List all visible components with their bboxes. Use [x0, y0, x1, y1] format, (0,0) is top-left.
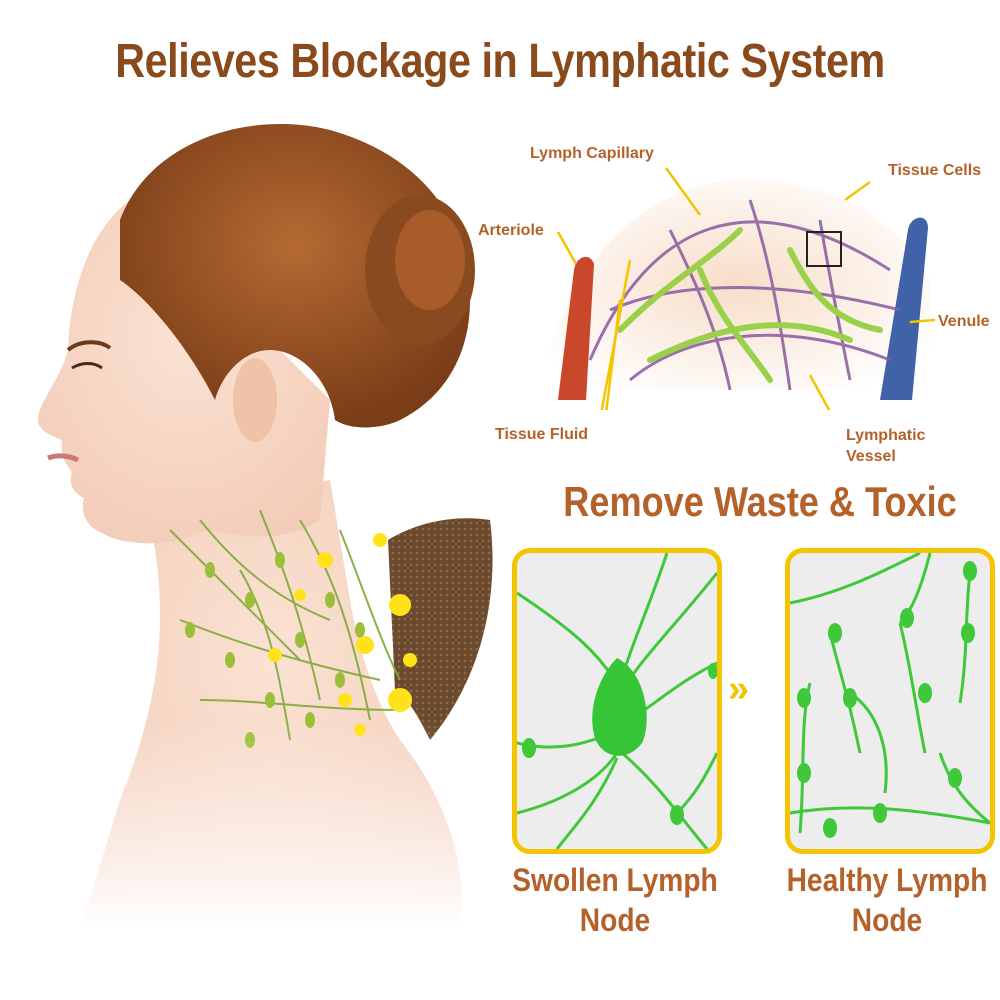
progress-chevron-icon: » [728, 668, 749, 710]
swollen-lymph-node-illustration [517, 553, 717, 849]
lymphatic-system-diagram [540, 167, 936, 410]
label-venule: Venule [938, 313, 990, 330]
healthy-lymph-node-illustration [790, 553, 990, 838]
healthy-caption-line1: Healthy Lymph [786, 862, 988, 898]
healthy-caption-line2: Node [851, 902, 923, 938]
label-arteriole: Arteriole [478, 222, 544, 239]
label-lymphatic-vessel-line1: Lymphatic [846, 427, 926, 444]
swollen-lymph-node-panel [512, 548, 722, 854]
section-subhead: Remove Waste & Toxic [563, 478, 957, 525]
swollen-caption-line2: Node [579, 902, 651, 938]
page-headline: Relieves Blockage in Lymphatic System [115, 35, 885, 88]
woman-neck-illustration [0, 100, 500, 930]
label-lymph-capillary: Lymph Capillary [530, 145, 654, 162]
label-tissue-cells: Tissue Cells [888, 162, 982, 179]
healthy-lymph-node-panel [785, 548, 995, 854]
label-lymphatic-vessel-line2: Vessel [846, 448, 896, 465]
label-tissue-fluid: Tissue Fluid [495, 426, 589, 443]
swollen-caption-line1: Swollen Lymph [512, 862, 718, 898]
